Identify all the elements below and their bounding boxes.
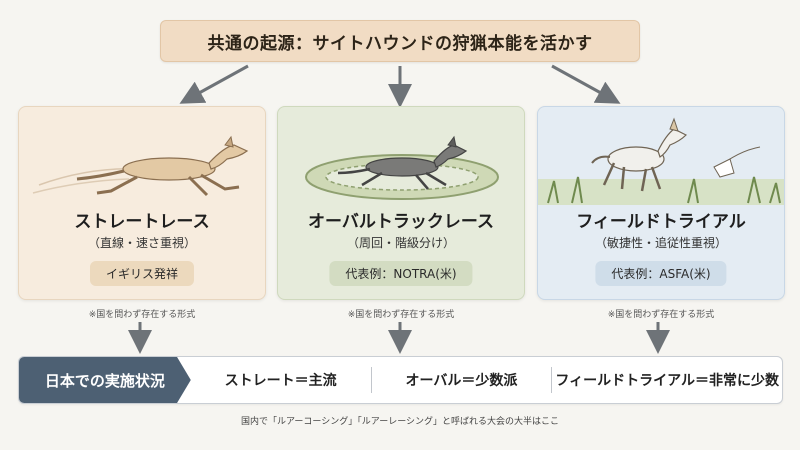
card-title: オーバルトラックレース	[308, 212, 494, 232]
top-banner-title: 共通の起源：サイトハウンドの狩猟本能を活かす	[207, 33, 593, 54]
card-subtitle: （直線・速さ重視）	[87, 236, 196, 250]
japan-status-label: 日本での実施状況	[19, 357, 191, 403]
lure-illustration	[538, 117, 784, 205]
card-subtitle: （敏捷性・追従性重視）	[594, 236, 727, 250]
japan-status-bar: 日本での実施状況 ストレート＝主流 オーバル＝少数派 フィールドトライアル＝非常…	[18, 356, 783, 404]
card-tag: イギリス発祥	[89, 261, 195, 286]
status-item-oval: オーバル＝少数派	[405, 373, 518, 389]
card-tag: 代表例：ASFA(米)	[595, 261, 727, 286]
card-tag: 代表例：NOTRA(米)	[329, 261, 473, 286]
card-note: ※国を問わず存在する形式	[347, 310, 455, 320]
card-note: ※国を問わず存在する形式	[607, 310, 715, 320]
footnote: 国内で「ルアーコーシング」「ルアーレーシング」と呼ばれる大会の大半はここ	[240, 417, 560, 427]
status-item-straight: ストレート＝主流	[224, 373, 337, 389]
diagonal-arrow-icon	[179, 64, 249, 104]
card-title: ストレートレース	[74, 212, 210, 232]
divider	[370, 367, 372, 393]
card-oval-track-race: オーバルトラックレース （周回・階級分け） 代表例：NOTRA(米)	[277, 106, 525, 300]
card-field-trial: フィールドトライアル （敏捷性・追従性重視） 代表例：ASFA(米)	[537, 106, 785, 300]
card-subtitle: （周回・階級分け）	[346, 236, 455, 250]
card-note: ※国を問わず存在する形式	[88, 310, 196, 320]
divider	[551, 367, 553, 393]
card-straight-race: ストレートレース （直線・速さ重視） イギリス発祥	[18, 106, 266, 300]
diagonal-arrow-icon	[551, 64, 621, 104]
card-title: フィールドトライアル	[576, 212, 746, 232]
running-dog-illustration	[32, 135, 249, 197]
oval-track-illustration	[305, 135, 499, 200]
status-item-field-trial: フィールドトライアル＝非常に少数	[555, 373, 779, 389]
top-banner: 共通の起源：サイトハウンドの狩猟本能を活かす	[160, 20, 640, 62]
